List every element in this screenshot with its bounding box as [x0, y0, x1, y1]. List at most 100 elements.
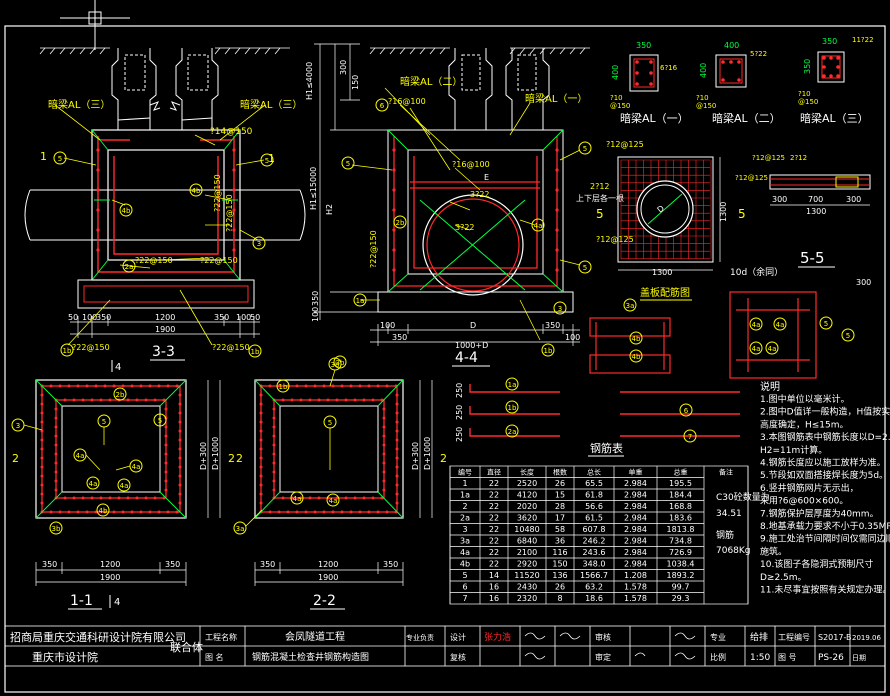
rebar-dot — [164, 488, 168, 492]
s55-strip-rebar-c: 2?12 — [790, 154, 807, 162]
s44-marker-1: 5 — [346, 160, 350, 168]
beam2-bar3: @150 — [696, 102, 716, 110]
s55-side-a: 5 — [596, 207, 604, 221]
rebar-dot — [259, 447, 263, 451]
rebar-dot — [157, 510, 161, 514]
table-cell: 28 — [555, 502, 565, 511]
rebar-dot — [63, 398, 67, 402]
beam2-w: 400 — [724, 41, 739, 50]
beam1-w: 350 — [636, 41, 651, 50]
s55-side-b: 5 — [738, 207, 746, 221]
drawing-frame — [4, 25, 886, 693]
s55-label-top: ?12@125 — [606, 140, 644, 149]
rebar-dot — [40, 492, 44, 496]
table-header-4: 总长 — [587, 468, 601, 477]
rebar-dot — [40, 501, 44, 505]
note-line-10: 8.地基承载力要求不小于0.35MPa。 — [760, 520, 890, 532]
label-check: 复核 — [450, 652, 466, 662]
s44-base-total: 1000+D — [455, 341, 488, 350]
table-cell: 7 — [462, 594, 467, 603]
shape3-marker: 2a — [508, 428, 517, 436]
table-cell: 2.984 — [624, 560, 647, 569]
rebar-dot — [385, 384, 389, 388]
table-cell: 1 — [462, 479, 467, 488]
rebar-dot — [112, 510, 116, 514]
s33-rebar-side-a: ?22@150 — [213, 174, 222, 212]
s33-cut-right: 1 — [268, 152, 275, 165]
rebar-dot — [308, 496, 312, 500]
s11-marker-2: 5 — [102, 418, 106, 426]
rebar-dot — [382, 488, 386, 492]
table-cell: 99.7 — [672, 583, 690, 592]
rebar-dot — [313, 510, 317, 514]
rebar-dot — [395, 465, 399, 469]
rebar-dot — [85, 384, 89, 388]
rebar-dot — [259, 483, 263, 487]
s55-strip-rebar-a: ?12@125 — [752, 154, 785, 162]
rebar-dot — [382, 443, 386, 447]
rebar-dot — [395, 438, 399, 442]
table-cell: 2.984 — [624, 514, 647, 523]
table-header-2: 长度 — [520, 468, 534, 477]
rebar-dot — [362, 398, 366, 402]
s44-h-total: H1≤15000 — [309, 167, 318, 210]
rebar-dot — [40, 447, 44, 451]
s55-label-mid2: 上下层各一根 — [576, 193, 624, 203]
s44-base-dim-0: 100 — [380, 321, 395, 330]
table-cell: 36 — [555, 537, 565, 546]
rebar-dot — [259, 438, 263, 442]
s33-dim-2: 350 — [96, 313, 111, 322]
rebar-dot — [94, 384, 98, 388]
s33-rebar-foot-a: ?22@150 — [72, 343, 110, 352]
rebar-dot — [178, 411, 182, 415]
table-cell: 1.208 — [624, 571, 647, 580]
rebar-dot — [164, 407, 168, 411]
rebar-dot — [340, 510, 344, 514]
rebar-dot — [358, 510, 362, 514]
rebar-dot — [99, 398, 103, 402]
rebar-dot — [164, 461, 168, 465]
s33-dim-3: 1200 — [155, 313, 175, 322]
rebar-dot — [277, 384, 281, 388]
rebar-dot — [135, 496, 139, 500]
rebar-dot — [382, 416, 386, 420]
table-cell: 150 — [552, 560, 567, 569]
rebar-dot — [371, 496, 375, 500]
label-date: 日期 — [852, 654, 866, 662]
rebar-dot — [54, 443, 58, 447]
rebar-dot — [272, 452, 276, 456]
s44-rebar-d: 3?22 — [455, 223, 475, 232]
table-cell: 2a — [460, 514, 470, 523]
beam2-title: 暗梁AL（二） — [712, 111, 781, 125]
rebar-dot — [349, 384, 353, 388]
rebar-dot — [63, 496, 67, 500]
rebar-dot — [395, 429, 399, 433]
shape2-marker: 1b — [508, 404, 517, 412]
rebar-dot — [108, 496, 112, 500]
label-drawing: 图 名 — [205, 652, 224, 662]
note-line-1: 2.图中D值详一般构造，H值按实际 — [760, 406, 890, 418]
designer: 张力浩 — [484, 631, 511, 643]
beam3-h: 350 — [803, 59, 812, 74]
note-line-5: 4.钢筋长度应以施工放样为准。 — [760, 457, 886, 469]
s44-beam-left: 暗梁AL（二） — [400, 75, 462, 88]
s55-dim-w: 1300 — [652, 268, 672, 277]
note-line-13: 10.该图子各隐洞式预制尺寸 — [760, 558, 873, 570]
beam3-bar2: ?10 — [798, 90, 811, 98]
rebar-dot — [272, 488, 276, 492]
rebar-dot — [371, 398, 375, 402]
rebar-dot — [277, 510, 281, 514]
s11-marker-0: 3 — [16, 422, 20, 430]
s22-total: 1900 — [318, 573, 338, 582]
table-cell: 65.5 — [585, 479, 603, 488]
rebar-dot — [382, 470, 386, 474]
rebar-dot — [304, 384, 308, 388]
label-review: 审核 — [595, 632, 611, 642]
note-line-11: 9.施工处治节间隔时间仅需同边顺序 — [760, 533, 890, 545]
rebar-dot — [317, 398, 321, 402]
s33-rebar-bottom-a: ?22@150 — [135, 256, 173, 265]
beam3-bar1: 11?22 — [852, 36, 874, 44]
table-cell: 348.0 — [583, 560, 606, 569]
s33-marker-2: 4b — [192, 187, 201, 195]
